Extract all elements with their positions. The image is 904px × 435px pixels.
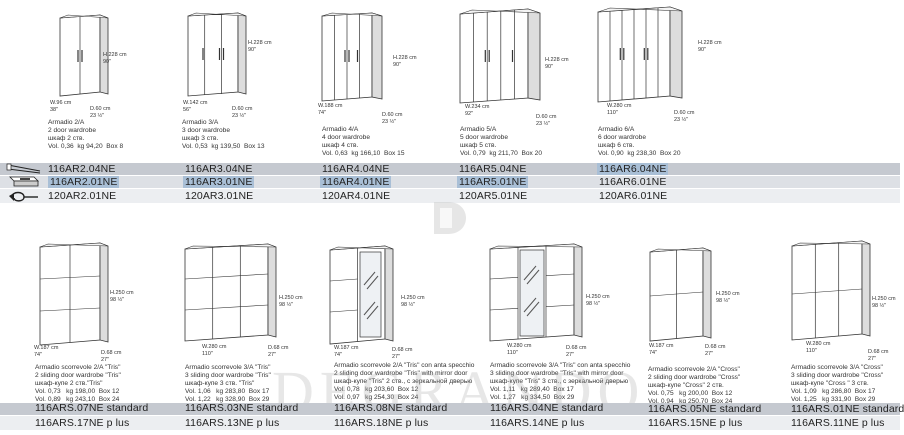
depth-dim: D.68 cm 27" — [268, 345, 289, 358]
product-caption: Armadio 2/A 2 door wardrobe шкаф 2 ств. … — [48, 119, 124, 150]
width-dim: W.96 cm 38" — [50, 100, 72, 113]
height-dim: H.228 cm 90" — [393, 55, 417, 68]
brand-logo-watermark — [434, 202, 466, 234]
code: 120AR6.01NE — [599, 190, 668, 202]
code-highlighted: 116AR6.04NE — [597, 163, 669, 175]
code-standard: 116ARS.01NE standard — [791, 403, 904, 415]
height-dim: H.250 cm 98 ½" — [586, 294, 610, 307]
product-caption: Armadio 5/A 5 door wardrobe шкаф 5 ств. … — [460, 126, 542, 157]
width-dim: W.280 cm 110" — [507, 343, 532, 356]
code-row-standard — [0, 403, 900, 415]
product-caption: Armadio scorrevole 2/A "Tris" con anta s… — [334, 362, 475, 401]
width-dim: W.280 cm 110" — [607, 103, 632, 116]
depth-dim: D.68 cm 27" — [101, 350, 122, 363]
width-dim: W.280 cm 110" — [202, 344, 227, 357]
width-dim: W.188 cm 74" — [318, 103, 343, 116]
depth-dim: D.68 cm 27" — [392, 347, 413, 360]
height-dim: H.250 cm 98 ½" — [716, 291, 740, 304]
product-caption: Armadio scorrevole 3/A "Tris" 3 sliding … — [185, 364, 271, 403]
depth-dim: D.60 cm 23 ½" — [90, 106, 111, 119]
product-caption: Armadio scorrevole 2/A "Cross" 2 sliding… — [648, 366, 741, 405]
depth-dim: D.60 cm 23 ½" — [674, 110, 695, 123]
code-row-3 — [0, 189, 900, 203]
code-standard: 116ARS.07NE standard — [35, 402, 149, 414]
height-dim: H.250 cm 98 ½" — [110, 290, 134, 303]
code: 116AR4.04NE — [322, 163, 390, 175]
code-row-plus — [0, 416, 900, 430]
code-row-1 — [0, 163, 900, 175]
product-caption: Armadio scorrevole 2/A "Tris" 2 sliding … — [35, 364, 121, 403]
width-dim: W.280 cm 110" — [806, 341, 831, 354]
depth-dim: D.68 cm 27" — [705, 344, 726, 357]
product-caption: Armadio 3/A 3 door wardrobe шкаф 3 ств. … — [182, 119, 265, 150]
code-plus: 116ARS.18NE p lus — [334, 417, 429, 429]
depth-dim: D.60 cm 23 ½" — [536, 114, 557, 127]
drawer-icon — [9, 176, 39, 187]
depth-dim: D.60 cm 23 ½" — [232, 106, 253, 119]
height-dim: H.228 cm 90" — [248, 40, 272, 53]
code: 120AR2.01NE — [48, 190, 117, 202]
code-highlighted: 116AR5.01NE — [457, 176, 529, 188]
code-standard: 116ARS.05NE standard — [648, 403, 762, 415]
code: 120AR4.01NE — [322, 190, 391, 202]
height-dim: H.228 cm 90" — [103, 52, 127, 65]
code: 120AR3.01NE — [185, 190, 254, 202]
code-highlighted: 116AR4.01NE — [320, 176, 392, 188]
code: 120AR5.01NE — [459, 190, 528, 202]
code-standard: 116ARS.04NE standard — [490, 402, 604, 414]
width-dim: W.142 cm 56" — [183, 100, 208, 113]
product-caption: Armadio 6/A 6 door wardrobe шкаф 6 ств. … — [598, 126, 681, 157]
width-dim: W.187 cm 74" — [334, 345, 359, 358]
height-dim: H.250 cm 98 ½" — [401, 295, 425, 308]
width-dim: W.234 cm 92" — [465, 104, 490, 117]
code: 116AR6.01NE — [599, 176, 667, 188]
code-plus: 116ARS.13NE p lus — [185, 417, 280, 429]
depth-dim: D.68 cm 27" — [868, 349, 889, 362]
code-standard: 116ARS.03NE standard — [185, 402, 299, 414]
code-plus: 116ARS.14NE p lus — [490, 417, 585, 429]
height-dim: H.250 cm 98 ½" — [279, 295, 303, 308]
product-caption: Armadio scorrevole 3/A "Cross" 3 sliding… — [791, 364, 884, 403]
depth-dim: D.60 cm 23 ½" — [382, 112, 403, 125]
hinged-handle-icon — [6, 163, 41, 174]
depth-dim: D.68 cm 27" — [566, 345, 587, 358]
code-plus: 116ARS.15NE p lus — [648, 417, 743, 429]
code-highlighted: 116AR3.01NE — [183, 176, 255, 188]
code: 116AR5.04NE — [459, 163, 527, 175]
width-dim: W.187 cm 74" — [34, 345, 59, 358]
height-dim: H.228 cm 90" — [698, 40, 722, 53]
height-dim: H.228 cm 90" — [545, 57, 569, 70]
code: 116AR2.04NE — [48, 163, 116, 175]
code-plus: 116ARS.17NE p lus — [35, 417, 130, 429]
product-caption: Armadio 4/A 4 door wardrobe шкаф 4 ств. … — [322, 126, 405, 157]
height-dim: H.250 cm 98 ½" — [872, 296, 896, 309]
code-standard: 116ARS.08NE standard — [334, 402, 448, 414]
code-highlighted: 116AR2.01NE — [48, 176, 120, 188]
width-dim: W.187 cm 74" — [649, 343, 674, 356]
push-open-icon — [9, 191, 38, 202]
code-plus: 116ARS.11NE p lus — [791, 417, 885, 429]
code: 116AR3.04NE — [185, 163, 253, 175]
product-caption: Armadio scorrevole 3/A "Tris" con anta s… — [490, 362, 631, 401]
